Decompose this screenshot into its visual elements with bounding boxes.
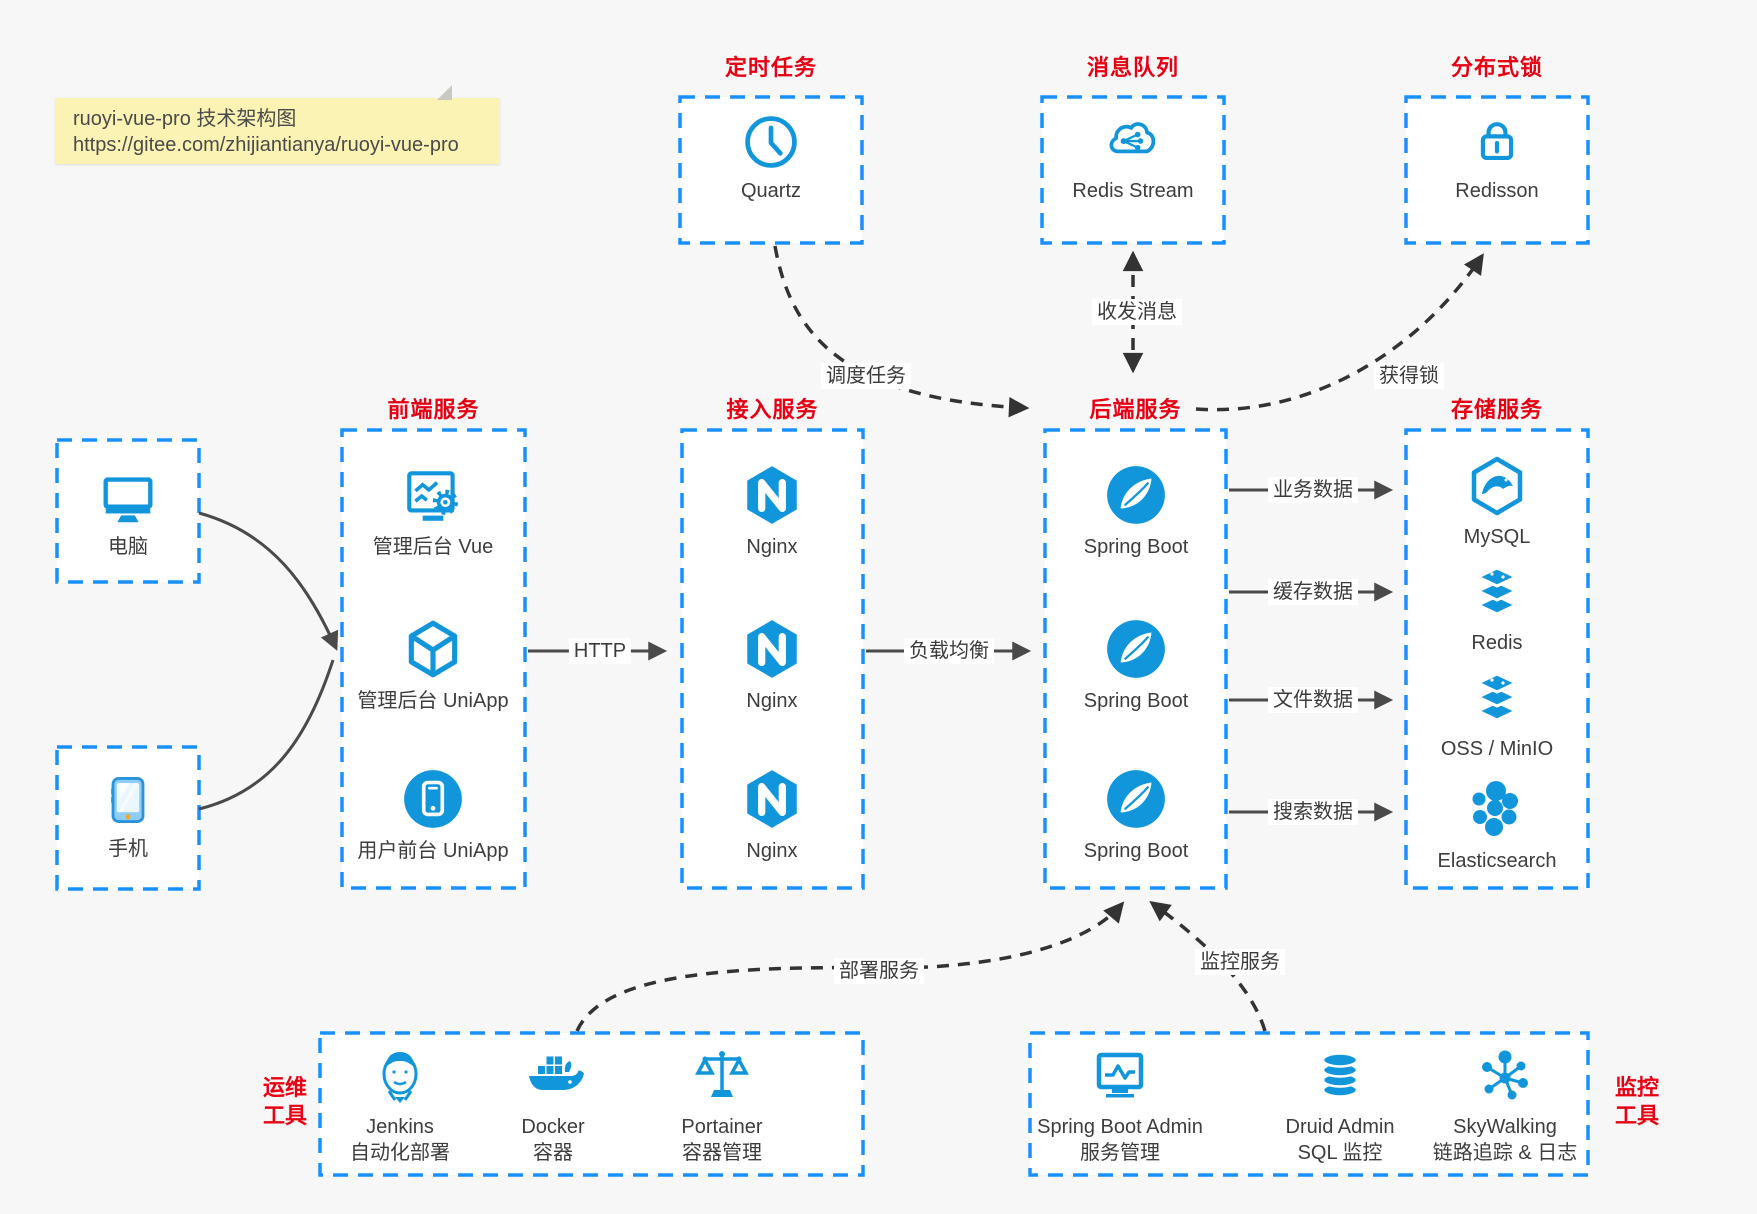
edge-monitor-service: [1149, 900, 1267, 1032]
storage-box: [1404, 428, 1590, 890]
redis-stream-box: [1040, 95, 1226, 245]
monitoring-box: [1028, 1031, 1590, 1177]
quartz-box: [678, 95, 864, 245]
edge-acquire-lock: [1195, 253, 1484, 412]
devops-box: [318, 1031, 865, 1177]
frontend-box: [340, 428, 527, 890]
edge-phone-to-frontend: [198, 659, 335, 811]
backend-box: [1043, 428, 1228, 890]
gateway-box: [680, 428, 865, 890]
edge-schedule-task: [773, 245, 1030, 418]
redisson-box: [1404, 95, 1590, 245]
edge-deploy-service: [575, 901, 1125, 1032]
edge-computer-to-frontend: [198, 511, 339, 651]
phone-box: [55, 745, 201, 891]
computer-box: [55, 438, 201, 584]
